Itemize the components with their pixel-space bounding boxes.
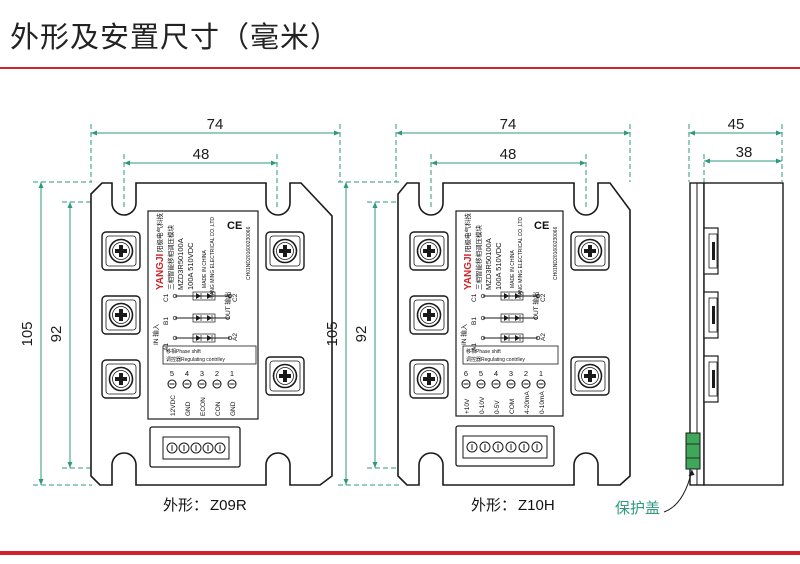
svg-text:OUT 输出: OUT 输出 (223, 292, 232, 320)
svg-text:YANG MING ELECTRICAL CO.,LTD: YANG MING ELECTRICAL CO.,LTD (518, 217, 524, 298)
svg-text:A2: A2 (540, 333, 547, 341)
dim-label-hole: 48 (193, 146, 210, 163)
svg-text:45: 45 (728, 116, 745, 133)
control-terminals: 5 4 3 2 1 12VDC GND ECON CON GND (167, 369, 237, 416)
svg-text:阳极电气科技: 阳极电气科技 (155, 213, 164, 253)
svg-text:阳极电气科技: 阳极电气科技 (463, 213, 472, 253)
svg-text:IN 输入: IN 输入 (151, 323, 160, 345)
dim-height-105: 105 (19, 181, 92, 486)
svg-text:MZD3R50100A: MZD3R50100A (484, 238, 493, 290)
svg-text:CON: CON (215, 401, 222, 416)
svg-text:48: 48 (500, 146, 517, 163)
circuit-diagram: IN 输入 OUT 输出 A1 B1 C1 A2 C2 (459, 291, 547, 351)
svg-text:5: 5 (479, 369, 483, 378)
brand-logo: YANGJI (155, 253, 166, 290)
dim-label-holespan: 92 (48, 326, 65, 343)
module-z09r: 74 48 105 92 (19, 116, 341, 514)
svg-text:Z10H: Z10H (518, 497, 555, 514)
svg-text:4-20mA: 4-20mA (524, 391, 531, 414)
dim-hole-48: 48 (123, 146, 278, 208)
svg-text:IN 输入: IN 输入 (459, 323, 468, 345)
dim-depth-45: 45 (688, 116, 783, 182)
svg-text:6: 6 (464, 369, 468, 378)
svg-text:105: 105 (324, 321, 341, 346)
svg-text:三相智能移相调压模块: 三相智能移相调压模块 (474, 225, 483, 291)
svg-text:3: 3 (200, 369, 204, 378)
ce-mark: CE (227, 220, 242, 232)
cover-label: 保护盖 (615, 500, 660, 517)
dim-width-74: 74 (395, 116, 631, 182)
svg-text:38: 38 (736, 144, 753, 161)
svg-text:4: 4 (185, 369, 189, 378)
svg-text:C2: C2 (232, 293, 239, 302)
svg-text:1: 1 (230, 369, 234, 378)
svg-text:3: 3 (509, 369, 513, 378)
svg-text:+10V: +10V (464, 398, 471, 414)
svg-text:GND: GND (230, 401, 237, 416)
ce-mark: CE (534, 220, 549, 232)
svg-text:A1: A1 (163, 343, 170, 351)
side-screw-terminal (703, 291, 719, 339)
svg-text:外形：: 外形： (471, 497, 516, 514)
svg-text:移相Phase shift: 移相Phase shift (466, 348, 501, 355)
svg-text:74: 74 (500, 116, 517, 133)
svg-text:MZD3R50100A: MZD3R50100A (176, 238, 185, 290)
svg-text:92: 92 (353, 326, 370, 343)
dim-depth-38: 38 (703, 144, 782, 182)
svg-text:ECON: ECON (200, 397, 207, 416)
svg-text:GND: GND (185, 401, 192, 416)
svg-text:100A 510VDC: 100A 510VDC (186, 242, 195, 290)
svg-text:调控器Regulating contrlley: 调控器Regulating contrlley (466, 356, 525, 363)
svg-text:12VDC: 12VDC (170, 395, 177, 416)
svg-text:0-10mA: 0-10mA (539, 391, 546, 414)
svg-text:调控器Regulating contrlley: 调控器Regulating contrlley (166, 356, 225, 363)
svg-text:4: 4 (494, 369, 498, 378)
svg-text:0-10V: 0-10V (479, 396, 486, 414)
svg-text:C1: C1 (471, 293, 478, 302)
svg-text:移相Phase shift: 移相Phase shift (166, 348, 201, 355)
svg-text:COM: COM (509, 399, 516, 414)
svg-text:三相智能移相调压模块: 三相智能移相调压模块 (166, 225, 175, 291)
brand-logo: YANGJI (463, 253, 474, 290)
module-z10h: 74 48 105 92 Y (324, 116, 631, 514)
svg-text:100A 510VDC: 100A 510VDC (494, 242, 503, 290)
svg-text:C1: C1 (163, 293, 170, 302)
title-divider (0, 67, 800, 69)
svg-text:B1: B1 (163, 317, 170, 325)
svg-text:5: 5 (170, 369, 174, 378)
cover-leader-line (663, 469, 693, 513)
dim-label-height: 105 (19, 321, 36, 346)
svg-text:CH01ND201600230066: CH01ND201600230066 (553, 226, 559, 280)
side-view: 45 38 保护盖 (615, 116, 784, 517)
svg-text:MADE IN CHINA: MADE IN CHINA (202, 250, 208, 288)
side-screw-terminal (703, 227, 719, 275)
side-screw-terminal (703, 355, 719, 403)
svg-text:1: 1 (539, 369, 543, 378)
control-terminals: 6 5 4 3 2 1 +10V 0-10V 0-5V COM 4-20mA 0… (461, 369, 546, 414)
svg-text:C2: C2 (540, 293, 547, 302)
footer-divider (0, 551, 800, 555)
dim-hole-48: 48 (430, 146, 587, 208)
circuit-diagram: IN 输入 OUT 输出 A1 B1 C1 A2 C2 (151, 291, 239, 351)
svg-text:OUT 输出: OUT 输出 (531, 292, 540, 320)
caption-model: Z09R (210, 497, 247, 514)
dim-width-74: 74 (90, 116, 341, 182)
svg-text:A2: A2 (232, 333, 239, 341)
svg-text:2: 2 (524, 369, 528, 378)
dim-height-105: 105 (324, 181, 400, 486)
svg-text:0-5V: 0-5V (494, 400, 501, 414)
page-title: 外形及安置尺寸（毫米） (10, 20, 341, 54)
protective-cover (685, 432, 701, 470)
svg-text:B1: B1 (471, 317, 478, 325)
svg-text:2: 2 (215, 369, 219, 378)
svg-text:YANG MING ELECTRICAL CO.,LTD: YANG MING ELECTRICAL CO.,LTD (210, 217, 216, 298)
dim-label-width: 74 (207, 116, 224, 133)
caption-prefix: 外形： (163, 497, 208, 514)
svg-text:CH01ND201600230066: CH01ND201600230066 (246, 226, 252, 280)
svg-text:MADE IN CHINA: MADE IN CHINA (510, 250, 516, 288)
svg-text:A1: A1 (471, 343, 478, 351)
